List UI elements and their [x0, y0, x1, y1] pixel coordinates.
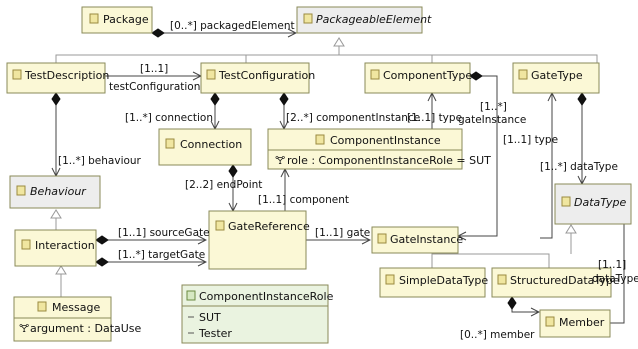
class-icon — [315, 134, 325, 145]
label-ci-type: [1..1] type — [407, 112, 462, 124]
label-gate-instance-role: gateInstance — [458, 114, 526, 126]
attribute-icon: 🝖 — [19, 322, 29, 335]
class-name: TestDescription — [24, 69, 109, 82]
class-icon — [37, 301, 47, 312]
class-component-type[interactable]: ComponentType — [364, 62, 472, 94]
class-connection[interactable]: Connection — [158, 128, 252, 166]
class-gate-type[interactable]: GateType — [512, 62, 600, 94]
label-source-gate: [1..1] sourceGate — [118, 227, 210, 239]
class-icon — [215, 220, 225, 231]
class-icon — [385, 274, 395, 285]
association-labels: [0..*] packagedElement [1..1] testConfig… — [58, 20, 638, 341]
class-icon — [12, 69, 22, 80]
class-name: TestConfiguration — [218, 69, 315, 82]
label-gi-type: [1..1] type — [503, 134, 558, 146]
class-icon — [21, 239, 31, 250]
class-package[interactable]: Package — [81, 6, 153, 34]
attribute-argument: argument : DataUse — [30, 322, 142, 335]
class-name: Member — [559, 316, 605, 329]
assoc-gate-instance — [458, 76, 498, 236]
label-dt-mult: [1..1] — [598, 259, 626, 271]
enum-component-instance-role[interactable]: ComponentInstanceRole SUT Tester — [181, 284, 334, 344]
class-name: Behaviour — [30, 185, 87, 198]
class-icon — [89, 13, 99, 24]
attribute-role: role : ComponentInstanceRole = SUT — [287, 154, 491, 167]
class-component-instance[interactable]: ComponentInstance 🝖 role : ComponentInst… — [267, 128, 491, 170]
class-icon — [377, 233, 387, 244]
assoc-gi-type — [540, 93, 552, 239]
class-structured-data-type[interactable]: StructuredDataType — [491, 267, 620, 298]
label-gate: [1..1] gate — [315, 227, 370, 239]
generalization-arrowhead — [565, 224, 577, 234]
class-test-configuration[interactable]: TestConfiguration — [200, 62, 315, 94]
class-name: Package — [103, 13, 149, 26]
generalization-arrowhead — [55, 265, 67, 275]
class-icon — [165, 138, 175, 149]
label-target-gate: [1..*] targetGate — [118, 249, 205, 261]
class-name: StructuredDataType — [510, 274, 620, 287]
class-message[interactable]: Message 🝖 argument : DataUse — [13, 296, 142, 342]
enum-name: ComponentInstanceRole — [199, 290, 334, 303]
class-behaviour[interactable]: Behaviour — [9, 175, 101, 209]
assoc-member — [512, 297, 539, 312]
attribute-icon: 🝖 — [275, 154, 285, 167]
enum-literal: Tester — [198, 327, 232, 340]
associations — [56, 33, 624, 324]
class-member[interactable]: Member — [539, 309, 611, 338]
label-end-point: [2..2] endPoint — [185, 179, 262, 191]
class-icon — [206, 69, 216, 80]
label-data-type: [1..*] dataType — [540, 161, 618, 173]
abstract-class-icon — [16, 185, 26, 196]
class-name: Message — [52, 301, 100, 314]
class-name: Connection — [180, 138, 242, 151]
abstract-class-icon — [303, 13, 313, 24]
class-name: ComponentInstance — [330, 134, 441, 147]
label-connection: [1..*] connection — [125, 112, 213, 124]
abstract-class-icon — [561, 196, 571, 207]
class-packageable-element[interactable]: PackageableElement — [296, 6, 432, 34]
class-icon — [370, 69, 380, 80]
label-gate-instance-mult: [1..*] — [480, 101, 507, 113]
class-name: GateInstance — [390, 233, 463, 246]
label-test-configuration-role: testConfiguration — [109, 81, 200, 93]
class-interaction[interactable]: Interaction — [14, 229, 97, 267]
class-icon — [545, 316, 555, 327]
enum-literal: SUT — [199, 311, 221, 324]
label-dt-role: dataType — [592, 273, 638, 285]
label-test-configuration-mult: [1..1] — [140, 63, 168, 75]
class-name: SimpleDataType — [399, 274, 488, 287]
class-name: Interaction — [35, 239, 95, 252]
class-name: GateType — [531, 69, 583, 82]
generalization-arrowhead — [333, 37, 345, 47]
class-test-description[interactable]: TestDescription — [6, 62, 109, 94]
class-simple-data-type[interactable]: SimpleDataType — [379, 267, 488, 298]
label-component-instance: [2..*] componentInstance — [286, 112, 420, 124]
class-name: PackageableElement — [316, 13, 432, 26]
class-icon — [497, 274, 507, 285]
class-gate-reference[interactable]: GateReference — [208, 210, 310, 270]
generalization-arrowhead — [50, 209, 62, 219]
generalizations — [50, 37, 598, 297]
label-packaged-element: [0..*] packagedElement — [170, 20, 295, 32]
class-icon — [518, 69, 528, 80]
class-name: ComponentType — [383, 69, 472, 82]
label-member: [0..*] member — [460, 329, 535, 341]
enumeration-icon — [186, 290, 196, 301]
class-data-type[interactable]: DataType — [554, 183, 632, 225]
class-name: GateReference — [228, 220, 310, 233]
label-component: [1..1] component — [258, 194, 349, 206]
class-name: DataType — [574, 196, 627, 209]
class-gate-instance[interactable]: GateInstance — [371, 226, 463, 254]
label-behaviour: [1..*] behaviour — [58, 155, 142, 167]
